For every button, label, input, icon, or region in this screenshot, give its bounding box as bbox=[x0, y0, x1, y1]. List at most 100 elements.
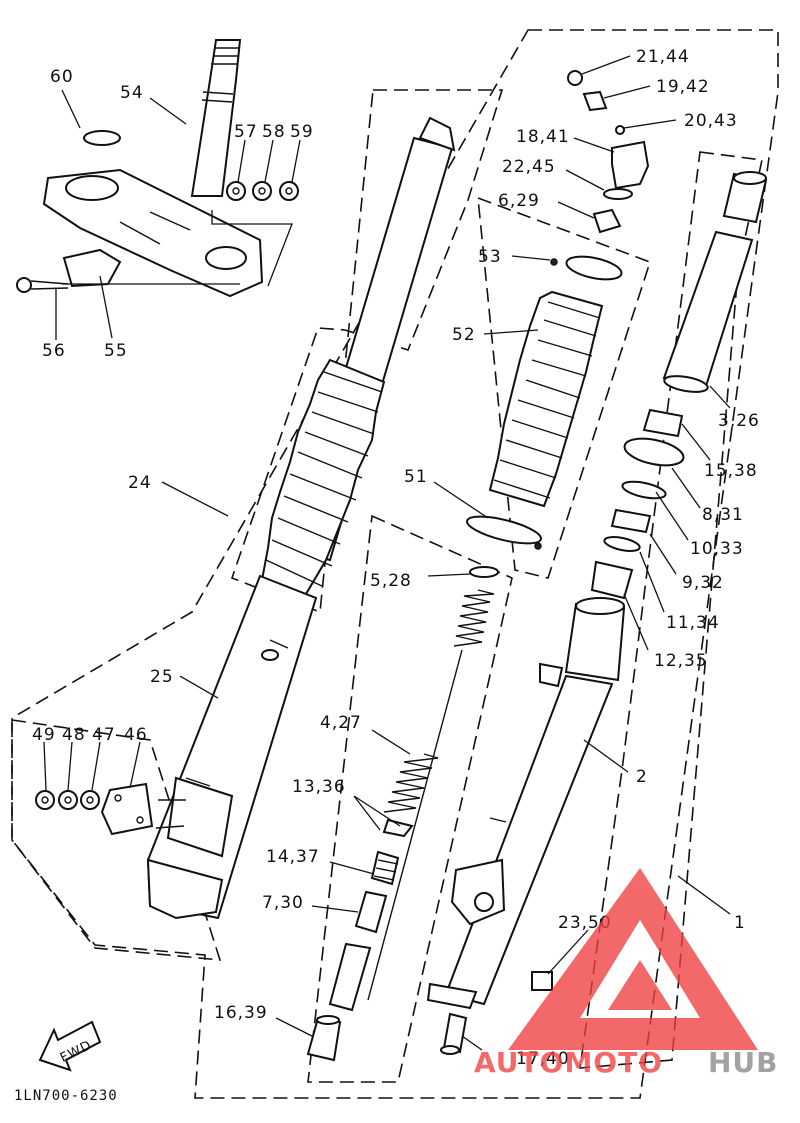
leader-47 bbox=[91, 741, 101, 791]
callout-24: 24 bbox=[128, 473, 152, 493]
washer-row-57-59 bbox=[226, 181, 299, 201]
leader-9-32 bbox=[649, 533, 677, 575]
callout-56: 56 bbox=[42, 341, 66, 361]
logo-triangle-icon bbox=[508, 868, 758, 1050]
leader-3-26 bbox=[709, 385, 731, 409]
callout-54: 54 bbox=[120, 83, 144, 103]
clamp-bolt-56 bbox=[16, 277, 69, 293]
callout-8-31: 8,31 bbox=[702, 505, 744, 525]
outer-tube-upper bbox=[662, 171, 768, 393]
leader-6-29 bbox=[557, 201, 595, 219]
spring-group-outline bbox=[307, 514, 513, 1083]
dust-boot bbox=[466, 255, 623, 550]
callout-49: 49 bbox=[32, 725, 56, 745]
leader-51 bbox=[433, 481, 489, 519]
leader-11-34 bbox=[639, 551, 665, 613]
leader-14-37 bbox=[329, 861, 375, 875]
leader-12-35 bbox=[623, 593, 649, 651]
logo-text-main: AUTOMOTO bbox=[474, 1046, 663, 1079]
leader-53 bbox=[511, 255, 551, 261]
leader-57 bbox=[237, 139, 246, 183]
axle-holder-outline bbox=[11, 719, 222, 961]
leader-7-30 bbox=[311, 905, 359, 913]
callout-57: 57 bbox=[234, 122, 258, 142]
leader-1 bbox=[677, 875, 731, 915]
outer-fork-tube bbox=[426, 597, 626, 1010]
leader-59 bbox=[291, 139, 301, 183]
leader-5-28 bbox=[427, 573, 471, 577]
drain-bolt-parts bbox=[440, 971, 553, 1055]
leader-cap-line bbox=[62, 210, 293, 287]
callout-46: 46 bbox=[124, 725, 148, 745]
leader-24 bbox=[161, 481, 229, 517]
callout-14-37: 14,37 bbox=[266, 847, 320, 867]
fork-spring bbox=[306, 566, 499, 1062]
leader-54 bbox=[149, 97, 187, 125]
diagram-code: 1LN700-6230 bbox=[14, 1088, 118, 1104]
callout-16-39: 16,39 bbox=[214, 1003, 268, 1023]
logo-inner-mark bbox=[608, 960, 672, 1010]
leader-19-42 bbox=[603, 85, 651, 99]
callout-60: 60 bbox=[50, 67, 74, 87]
callout-10-33: 10,33 bbox=[690, 539, 744, 559]
leader-4-27 bbox=[371, 729, 411, 755]
leader-55 bbox=[99, 275, 113, 339]
callout-21-44: 21,44 bbox=[636, 47, 690, 67]
callout-9-32: 9,32 bbox=[682, 573, 724, 593]
leader-60 bbox=[61, 89, 81, 129]
steering-stem-assembly bbox=[42, 39, 264, 298]
leader-49 bbox=[43, 741, 47, 791]
logo-text-hub: HUB bbox=[708, 1046, 779, 1079]
callout-6-29: 6,29 bbox=[498, 191, 540, 211]
outer-tube-outline bbox=[579, 151, 763, 1069]
callout-51: 51 bbox=[404, 467, 428, 487]
leader-52 bbox=[483, 329, 539, 335]
inner-fork-tube bbox=[146, 116, 456, 920]
callout-20-43: 20,43 bbox=[684, 111, 738, 131]
leader-8-31 bbox=[671, 467, 701, 509]
automotohub-logo: AUTOMOTO HUB bbox=[474, 868, 779, 1079]
callout-7-30: 7,30 bbox=[262, 893, 304, 913]
leader-25 bbox=[179, 675, 219, 699]
callout-18-41: 18,41 bbox=[516, 127, 570, 147]
leader-2 bbox=[583, 739, 629, 773]
callout-52: 52 bbox=[452, 325, 476, 345]
outer-fork-outline bbox=[11, 29, 779, 1099]
callout-58: 58 bbox=[262, 122, 286, 142]
callout-53: 53 bbox=[478, 247, 502, 267]
axle-holder-parts bbox=[35, 782, 186, 836]
callout-13-36: 13,36 bbox=[292, 777, 346, 797]
callout-48: 48 bbox=[62, 725, 86, 745]
leader-10-33 bbox=[655, 491, 689, 541]
leader-22-45 bbox=[565, 169, 605, 191]
leader-58 bbox=[264, 139, 274, 183]
callout-47: 47 bbox=[92, 725, 116, 745]
callout-12-35: 12,35 bbox=[654, 651, 708, 671]
callout-17-40: 17,40 bbox=[516, 1049, 570, 1069]
leader-48 bbox=[67, 741, 73, 791]
callout-19-42: 19,42 bbox=[656, 77, 710, 97]
cap-bolt-parts bbox=[567, 70, 650, 234]
leader-13-36 bbox=[353, 795, 401, 831]
fwd-arrow: FWD bbox=[38, 1020, 102, 1072]
callout-55: 55 bbox=[104, 341, 128, 361]
leader-16-39 bbox=[275, 1017, 313, 1037]
callout-59: 59 bbox=[290, 122, 314, 142]
callout-11-34: 11,34 bbox=[666, 613, 720, 633]
callout-labels: 60 54 57 58 59 56 55 21,44 19,42 20,43 1… bbox=[32, 47, 760, 1069]
callout-25: 25 bbox=[150, 667, 174, 687]
leader-46 bbox=[129, 741, 141, 789]
callout-3-26: 3,26 bbox=[718, 411, 760, 431]
leader-18-41 bbox=[573, 137, 615, 153]
callout-1: 1 bbox=[734, 913, 746, 933]
callout-4-27: 4,27 bbox=[320, 713, 362, 733]
leader-21-44 bbox=[581, 55, 631, 75]
callout-2: 2 bbox=[636, 767, 648, 787]
leader-20-43 bbox=[623, 119, 677, 129]
callout-22-45: 22,45 bbox=[502, 157, 556, 177]
leader-15-38 bbox=[681, 423, 711, 461]
leader-23-50 bbox=[547, 929, 589, 975]
seal-washer-stack bbox=[590, 408, 685, 600]
callout-15-38: 15,38 bbox=[704, 461, 758, 481]
